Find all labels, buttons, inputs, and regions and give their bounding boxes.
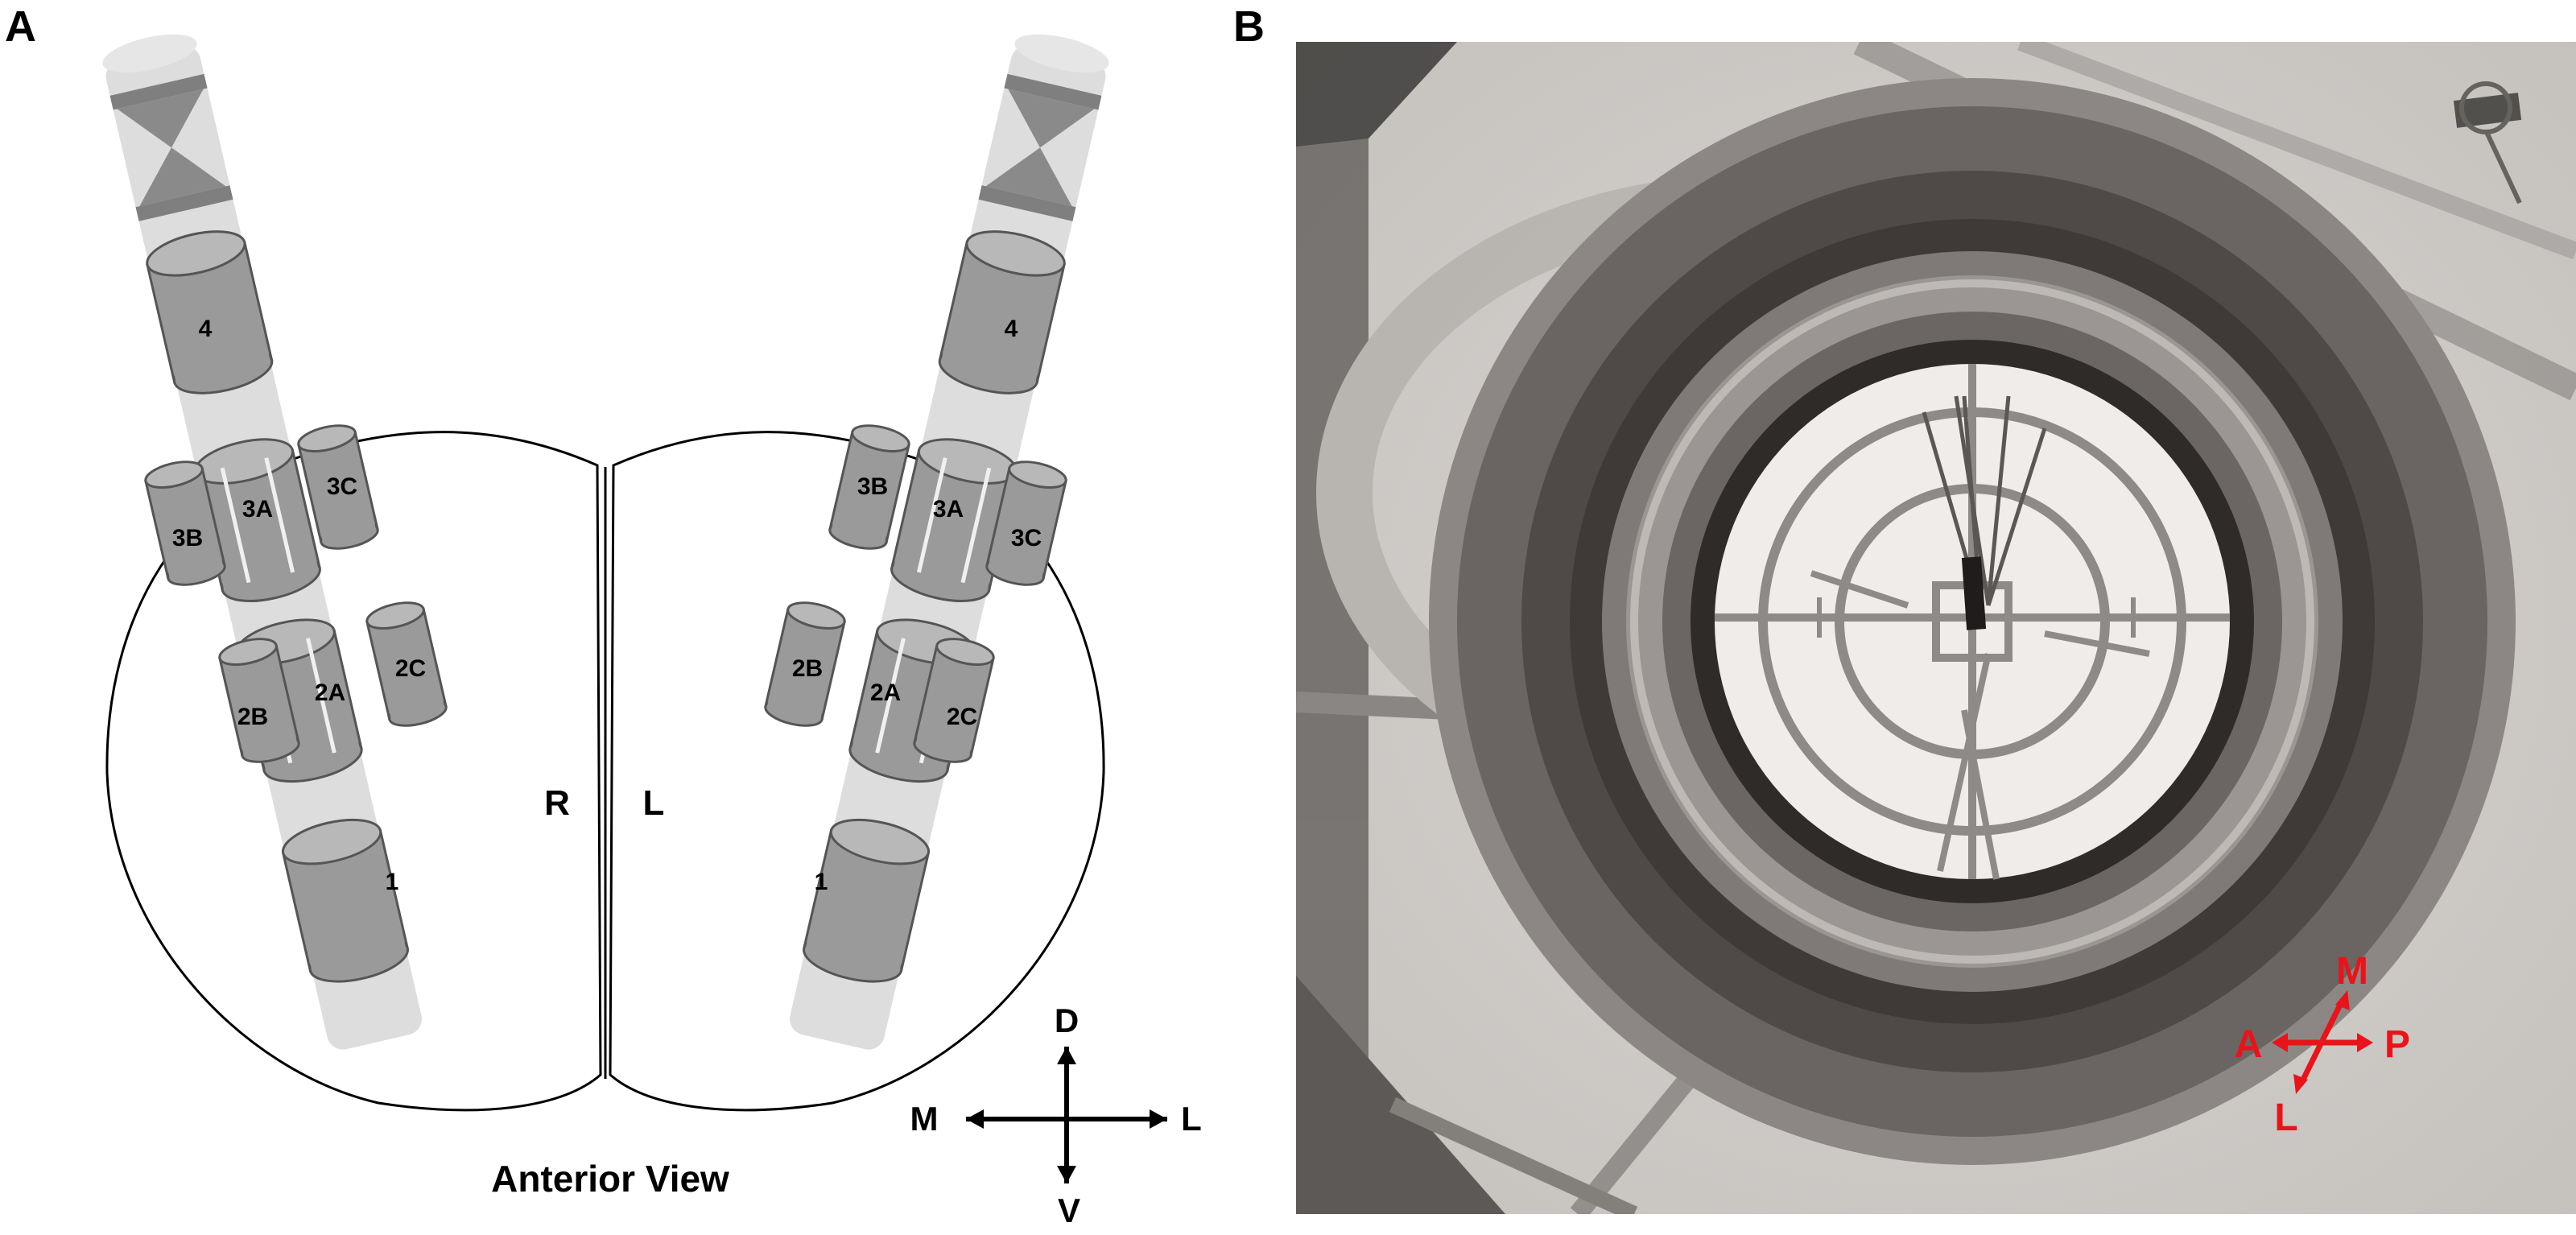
panel-a-label: A — [5, 2, 36, 51]
left-marker-2b: 2B — [237, 704, 268, 730]
left-marker-3c: 3C — [327, 473, 357, 500]
left-probe — [102, 34, 422, 1050]
compass-label-v: V — [1058, 1192, 1080, 1229]
orientation-label-a: A — [2235, 1023, 2263, 1066]
hemisphere-label-l: L — [643, 783, 665, 823]
anterior-view-diagram: 4 3A 3B 3C 2A 2B 2C 1 4 3A 3B 3C 2A 2B 2… — [102, 34, 1202, 1229]
compass-axes — [966, 1047, 1167, 1183]
left-marker-3a: 3A — [242, 496, 273, 522]
right-marker-3a: 3A — [933, 496, 964, 522]
right-marker-3b: 3B — [857, 473, 888, 500]
orientation-arrows — [2272, 990, 2373, 1094]
compass-label-d: D — [1055, 1002, 1079, 1039]
right-marker-2b: 2B — [792, 655, 823, 682]
panel-b-label: B — [1233, 2, 1265, 51]
orientation-label-m: M — [2336, 950, 2368, 993]
electrode-tip — [1961, 556, 1987, 630]
left-marker-4: 4 — [199, 316, 213, 342]
compass-label-m: M — [910, 1100, 939, 1138]
right-marker-3c: 3C — [1011, 525, 1042, 551]
orientation-label-l: L — [2274, 1097, 2297, 1139]
left-marker-2a: 2A — [315, 679, 345, 706]
right-hemisphere-outline — [105, 431, 602, 1112]
left-hemisphere-outline — [609, 431, 1105, 1112]
reticle — [1715, 364, 2230, 880]
brain-outline — [105, 431, 1105, 1112]
left-probe-hourglass — [109, 73, 233, 221]
left-marker-2c: 2C — [395, 655, 426, 682]
compass-label-l: L — [1181, 1100, 1202, 1138]
right-marker-4: 4 — [1005, 316, 1018, 342]
xray-image: A P M L — [1296, 42, 2576, 1214]
left-marker-3b: 3B — [172, 525, 203, 551]
right-marker-1: 1 — [815, 869, 828, 895]
left-marker-1: 1 — [386, 869, 399, 895]
right-marker-2a: 2A — [870, 679, 901, 706]
hemisphere-label-r: R — [544, 783, 570, 823]
right-probe-hourglass — [978, 73, 1102, 221]
view-label: Anterior View — [491, 1158, 729, 1200]
right-marker-2c: 2C — [947, 704, 977, 730]
right-probe — [790, 34, 1109, 1050]
orientation-label-p: P — [2384, 1023, 2410, 1066]
